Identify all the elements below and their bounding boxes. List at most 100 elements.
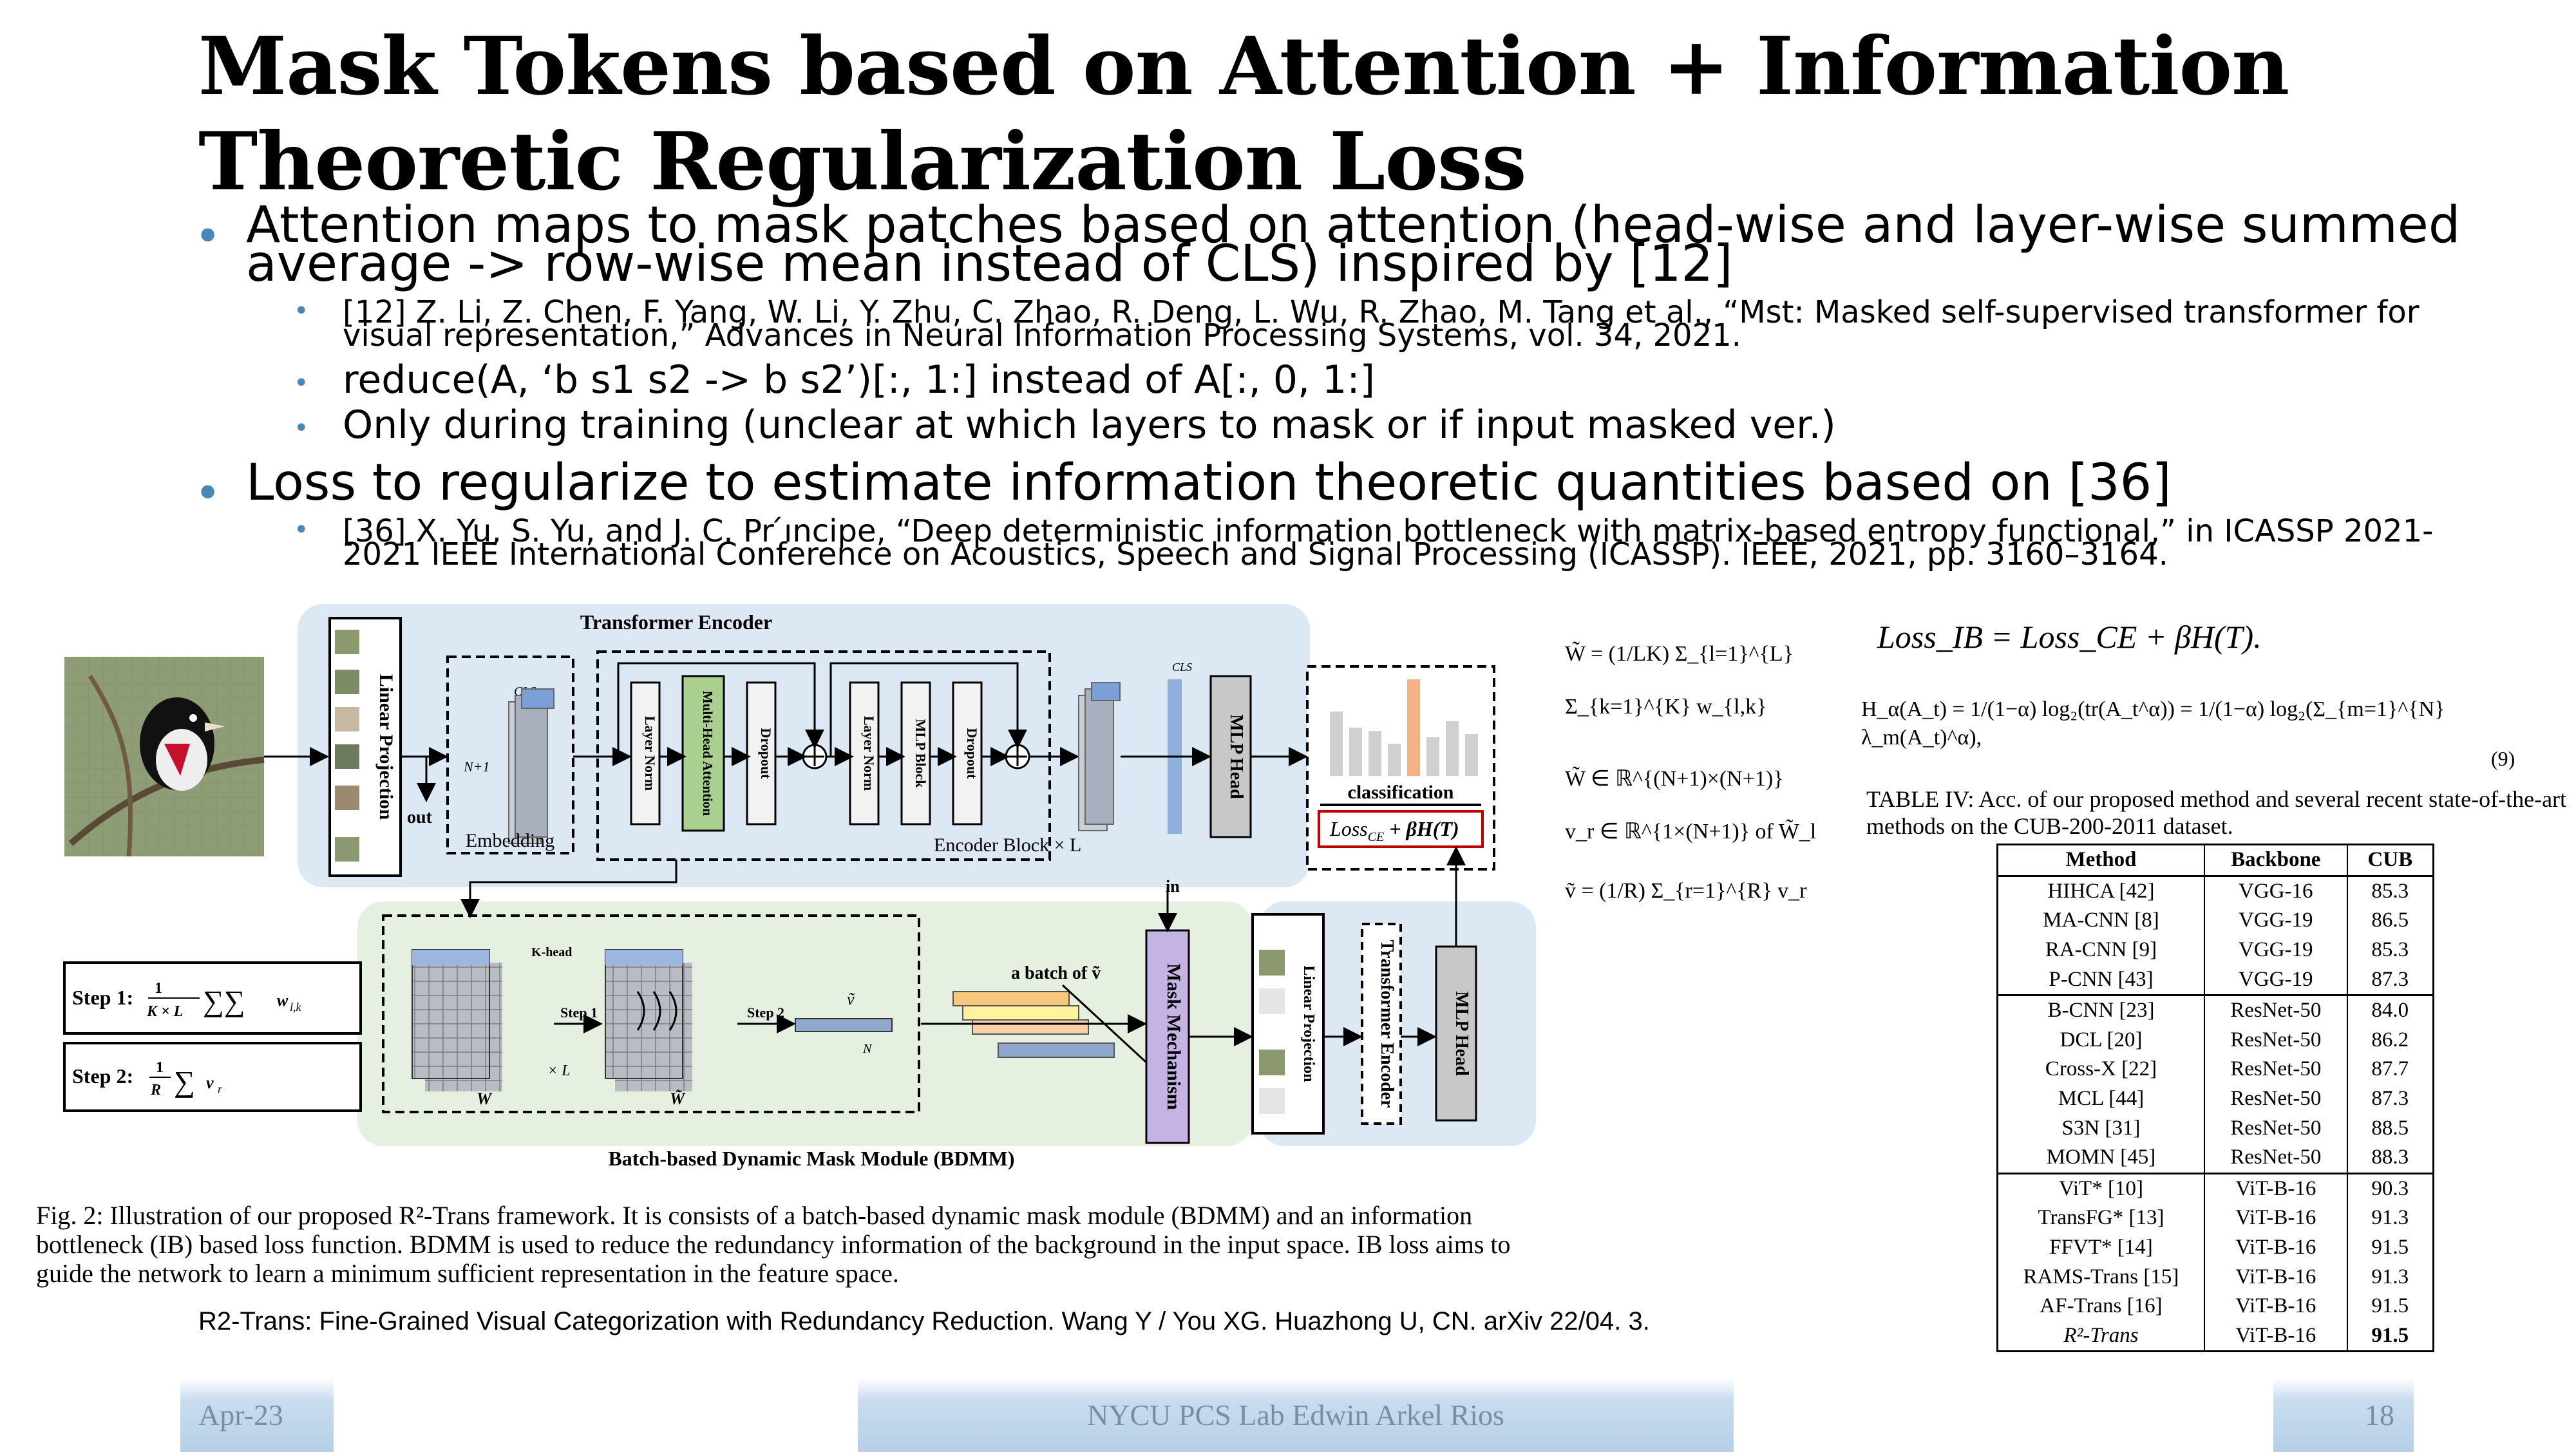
linear-projection-2: Linear Projection bbox=[1300, 965, 1317, 1082]
backbone-cell: VGG-16 bbox=[2204, 876, 2348, 907]
eq-v-def: ṽ = (1/R) Σ_{r=1}^{R} v_r bbox=[1565, 879, 1807, 903]
method-cell: AF-Trans [16] bbox=[1997, 1291, 2205, 1321]
ref-36-line-1: [36] X. Yu, S. Yu, and J. C. Pr ́ıncipe,… bbox=[343, 513, 2434, 549]
page-number: 18 bbox=[2365, 1399, 2394, 1431]
backbone-cell: ViT-B-16 bbox=[2204, 1232, 2348, 1263]
cub-cell: 86.5 bbox=[2371, 909, 2409, 932]
table-header: Method bbox=[1997, 844, 2205, 876]
step2-formula-label: Step 2: bbox=[72, 1064, 133, 1088]
bullet-dot: • bbox=[294, 296, 309, 326]
slide-title: Mask Tokens based on Attention + Informa… bbox=[198, 19, 2388, 210]
cub-cell: 88.5 bbox=[2371, 1116, 2409, 1140]
method-cell: B-CNN [23] bbox=[1997, 995, 2205, 1026]
method-cell: MCL [44] bbox=[1997, 1084, 2205, 1114]
title-line-2: Theoretic Regularization Loss bbox=[198, 115, 1527, 209]
results-table: Method Backbone CUB HIHCA [42]VGG-16 85.3… bbox=[1996, 844, 2434, 1353]
bullet-dot: • bbox=[294, 515, 309, 545]
mlp-head-top: MLP Head bbox=[1226, 714, 1246, 799]
mask-mechanism-label: Mask Mechanism bbox=[1163, 963, 1184, 1110]
method-cell: RAMS-Trans [15] bbox=[1997, 1262, 2205, 1292]
method-cell: ViT* [10] bbox=[1997, 1173, 2205, 1204]
footer-center-box: NYCU PCS Lab Edwin Arkel Rios bbox=[858, 1378, 1734, 1452]
classification-label: classification bbox=[1348, 782, 1454, 803]
method-cell: TransFG* [13] bbox=[1997, 1203, 2205, 1233]
loss-label: LossCE + βH(T) bbox=[1329, 817, 1459, 844]
step1-label: Step 1 bbox=[560, 1004, 598, 1021]
xl-label: × L bbox=[547, 1062, 571, 1079]
svg-text:∑: ∑ bbox=[174, 1065, 195, 1098]
attention-cube-2 bbox=[605, 949, 692, 1091]
n-plus-1-label: N+1 bbox=[463, 759, 490, 775]
cub-cell: 87.7 bbox=[2371, 1057, 2409, 1081]
ref-36-line-2: 2021 IEEE International Conference on Ac… bbox=[343, 536, 2168, 572]
cls-label-output: CLS bbox=[1172, 661, 1192, 674]
classification-bars bbox=[1330, 679, 1478, 776]
dropout-1: Dropout bbox=[758, 728, 774, 779]
backbone-cell: ResNet-50 bbox=[2204, 1025, 2348, 1055]
method-cell: DCL [20] bbox=[1997, 1025, 2205, 1055]
table-row: ViT* [10]ViT-B-16 90.3 bbox=[1997, 1173, 2434, 1204]
backbone-cell: ResNet-50 bbox=[2204, 1055, 2348, 1084]
bullet-1-line-2: average -> row-wise mean instead of CLS)… bbox=[246, 235, 1733, 293]
k-head-label: K-head bbox=[531, 945, 572, 959]
table-header: CUB bbox=[2367, 848, 2413, 872]
footer-center: NYCU PCS Lab Edwin Arkel Rios bbox=[1087, 1399, 1504, 1431]
architecture-figure: Linear Projection Transformer Encoder ou… bbox=[32, 599, 1578, 1191]
v-tilde-label: ṽ bbox=[847, 990, 855, 1008]
transformer-encoder-label: Transformer Encoder bbox=[580, 610, 772, 634]
table-caption: TABLE IV: Acc. of our proposed method an… bbox=[1866, 786, 2567, 839]
eq-number: (9) bbox=[2491, 747, 2515, 770]
bullet-dot: • bbox=[294, 413, 309, 443]
method-cell: HIHCA [42] bbox=[1997, 876, 2205, 907]
method-cell: S3N [31] bbox=[1997, 1113, 2205, 1143]
cub-cell: 87.3 bbox=[2371, 967, 2409, 991]
mlp-block-label: MLP Block bbox=[913, 719, 929, 789]
dropout-2: Dropout bbox=[964, 728, 980, 779]
footer-page-box: 18 bbox=[2273, 1378, 2414, 1452]
method-cell: R²-Trans bbox=[1997, 1321, 2205, 1352]
bullet-1-line-1: Attention maps to mask patches based on … bbox=[246, 196, 2461, 254]
transformer-encoder-2: Transformer Encoder bbox=[1377, 939, 1397, 1108]
w-l-label: W bbox=[477, 1089, 493, 1108]
method-cell: FFVT* [14] bbox=[1997, 1232, 2205, 1263]
backbone-cell: VGG-19 bbox=[2204, 935, 2348, 965]
backbone-cell: ResNet-50 bbox=[2204, 995, 2348, 1026]
method-cell: Cross-X [22] bbox=[1997, 1055, 2205, 1084]
cub-cell: 91.5 bbox=[2371, 1294, 2409, 1318]
table-header-row: Method Backbone CUB bbox=[1997, 844, 2434, 876]
eq-renyi: H_α(A_t) = 1/(1−α) log₂(tr(A_t^α)) = 1/(… bbox=[1861, 697, 2445, 750]
bullet-2-sub-1: [36] X. Yu, S. Yu, and J. C. Pr ́ıncipe,… bbox=[343, 513, 2434, 572]
cub-cell: 91.3 bbox=[2371, 1265, 2409, 1288]
ref-12-line-1: [12] Z. Li, Z. Chen, F. Yang, W. Li, Y. … bbox=[343, 294, 2420, 330]
backbone-cell: ResNet-50 bbox=[2204, 1113, 2348, 1143]
w-bar-label: W̃ bbox=[670, 1089, 686, 1108]
table-row: DCL [20]ResNet-50 86.2 bbox=[1997, 1025, 2434, 1055]
encoder-layers: Layer Norm Multi-Head Attention Dropout … bbox=[617, 662, 1030, 832]
ref-12-line-2: visual representation,” Advances in Neur… bbox=[343, 317, 1741, 354]
cub-cell: 90.3 bbox=[2371, 1176, 2409, 1200]
paper-reference: R2-Trans: Fine-Grained Visual Categoriza… bbox=[198, 1307, 1650, 1335]
figure-caption: Fig. 2: Illustration of our proposed R²-… bbox=[36, 1201, 1511, 1288]
table-row: Cross-X [22]ResNet-50 87.7 bbox=[1997, 1055, 2434, 1084]
bullet-2: Loss to regularize to estimate informati… bbox=[246, 454, 2172, 512]
backbone-cell: ResNet-50 bbox=[2204, 1142, 2348, 1174]
step1-formula-label: Step 1: bbox=[72, 986, 133, 1009]
cub-cell: 86.2 bbox=[2371, 1028, 2409, 1051]
backbone-cell: ViT-B-16 bbox=[2204, 1203, 2348, 1233]
cub-cell: 85.3 bbox=[2371, 938, 2409, 962]
svg-text:l,k: l,k bbox=[290, 1001, 302, 1014]
backbone-cell: ViT-B-16 bbox=[2204, 1173, 2348, 1204]
embedding-label: Embedding bbox=[466, 830, 554, 851]
embedding-token-stack bbox=[508, 688, 554, 844]
bullet-1-sub-3: Only during training (unclear at which l… bbox=[343, 402, 1836, 448]
equations-left: W̃ = (1/LK) Σ_{l=1}^{L} Σ_{k=1}^{K} w_{l… bbox=[1565, 628, 1835, 918]
mha-label: Multi-Head Attention bbox=[700, 691, 715, 816]
output-token-stack bbox=[1078, 682, 1121, 831]
